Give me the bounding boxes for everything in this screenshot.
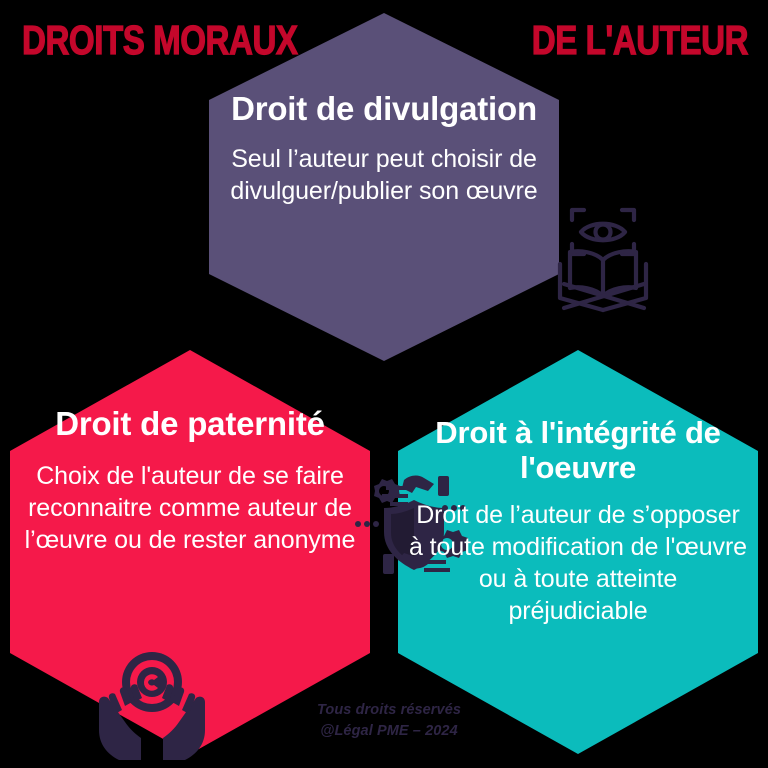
- footer-line-2: @Légal PME – 2024: [320, 723, 458, 740]
- title-left-text: DROITS MORAUX: [21, 16, 298, 63]
- footer-line-1: Tous droits réservés: [316, 702, 462, 718]
- open-book-eye-icon: [540, 188, 666, 314]
- card-droit-de-divulgation[interactable]: [209, 13, 559, 361]
- footer-credit: Tous droits réservés @Légal PME – 2024: [284, 700, 494, 742]
- hands-copyright-icon: [82, 650, 222, 762]
- title-right-text: DE L'AUTEUR: [531, 16, 749, 63]
- shield-gear-hands-icon: [352, 466, 480, 584]
